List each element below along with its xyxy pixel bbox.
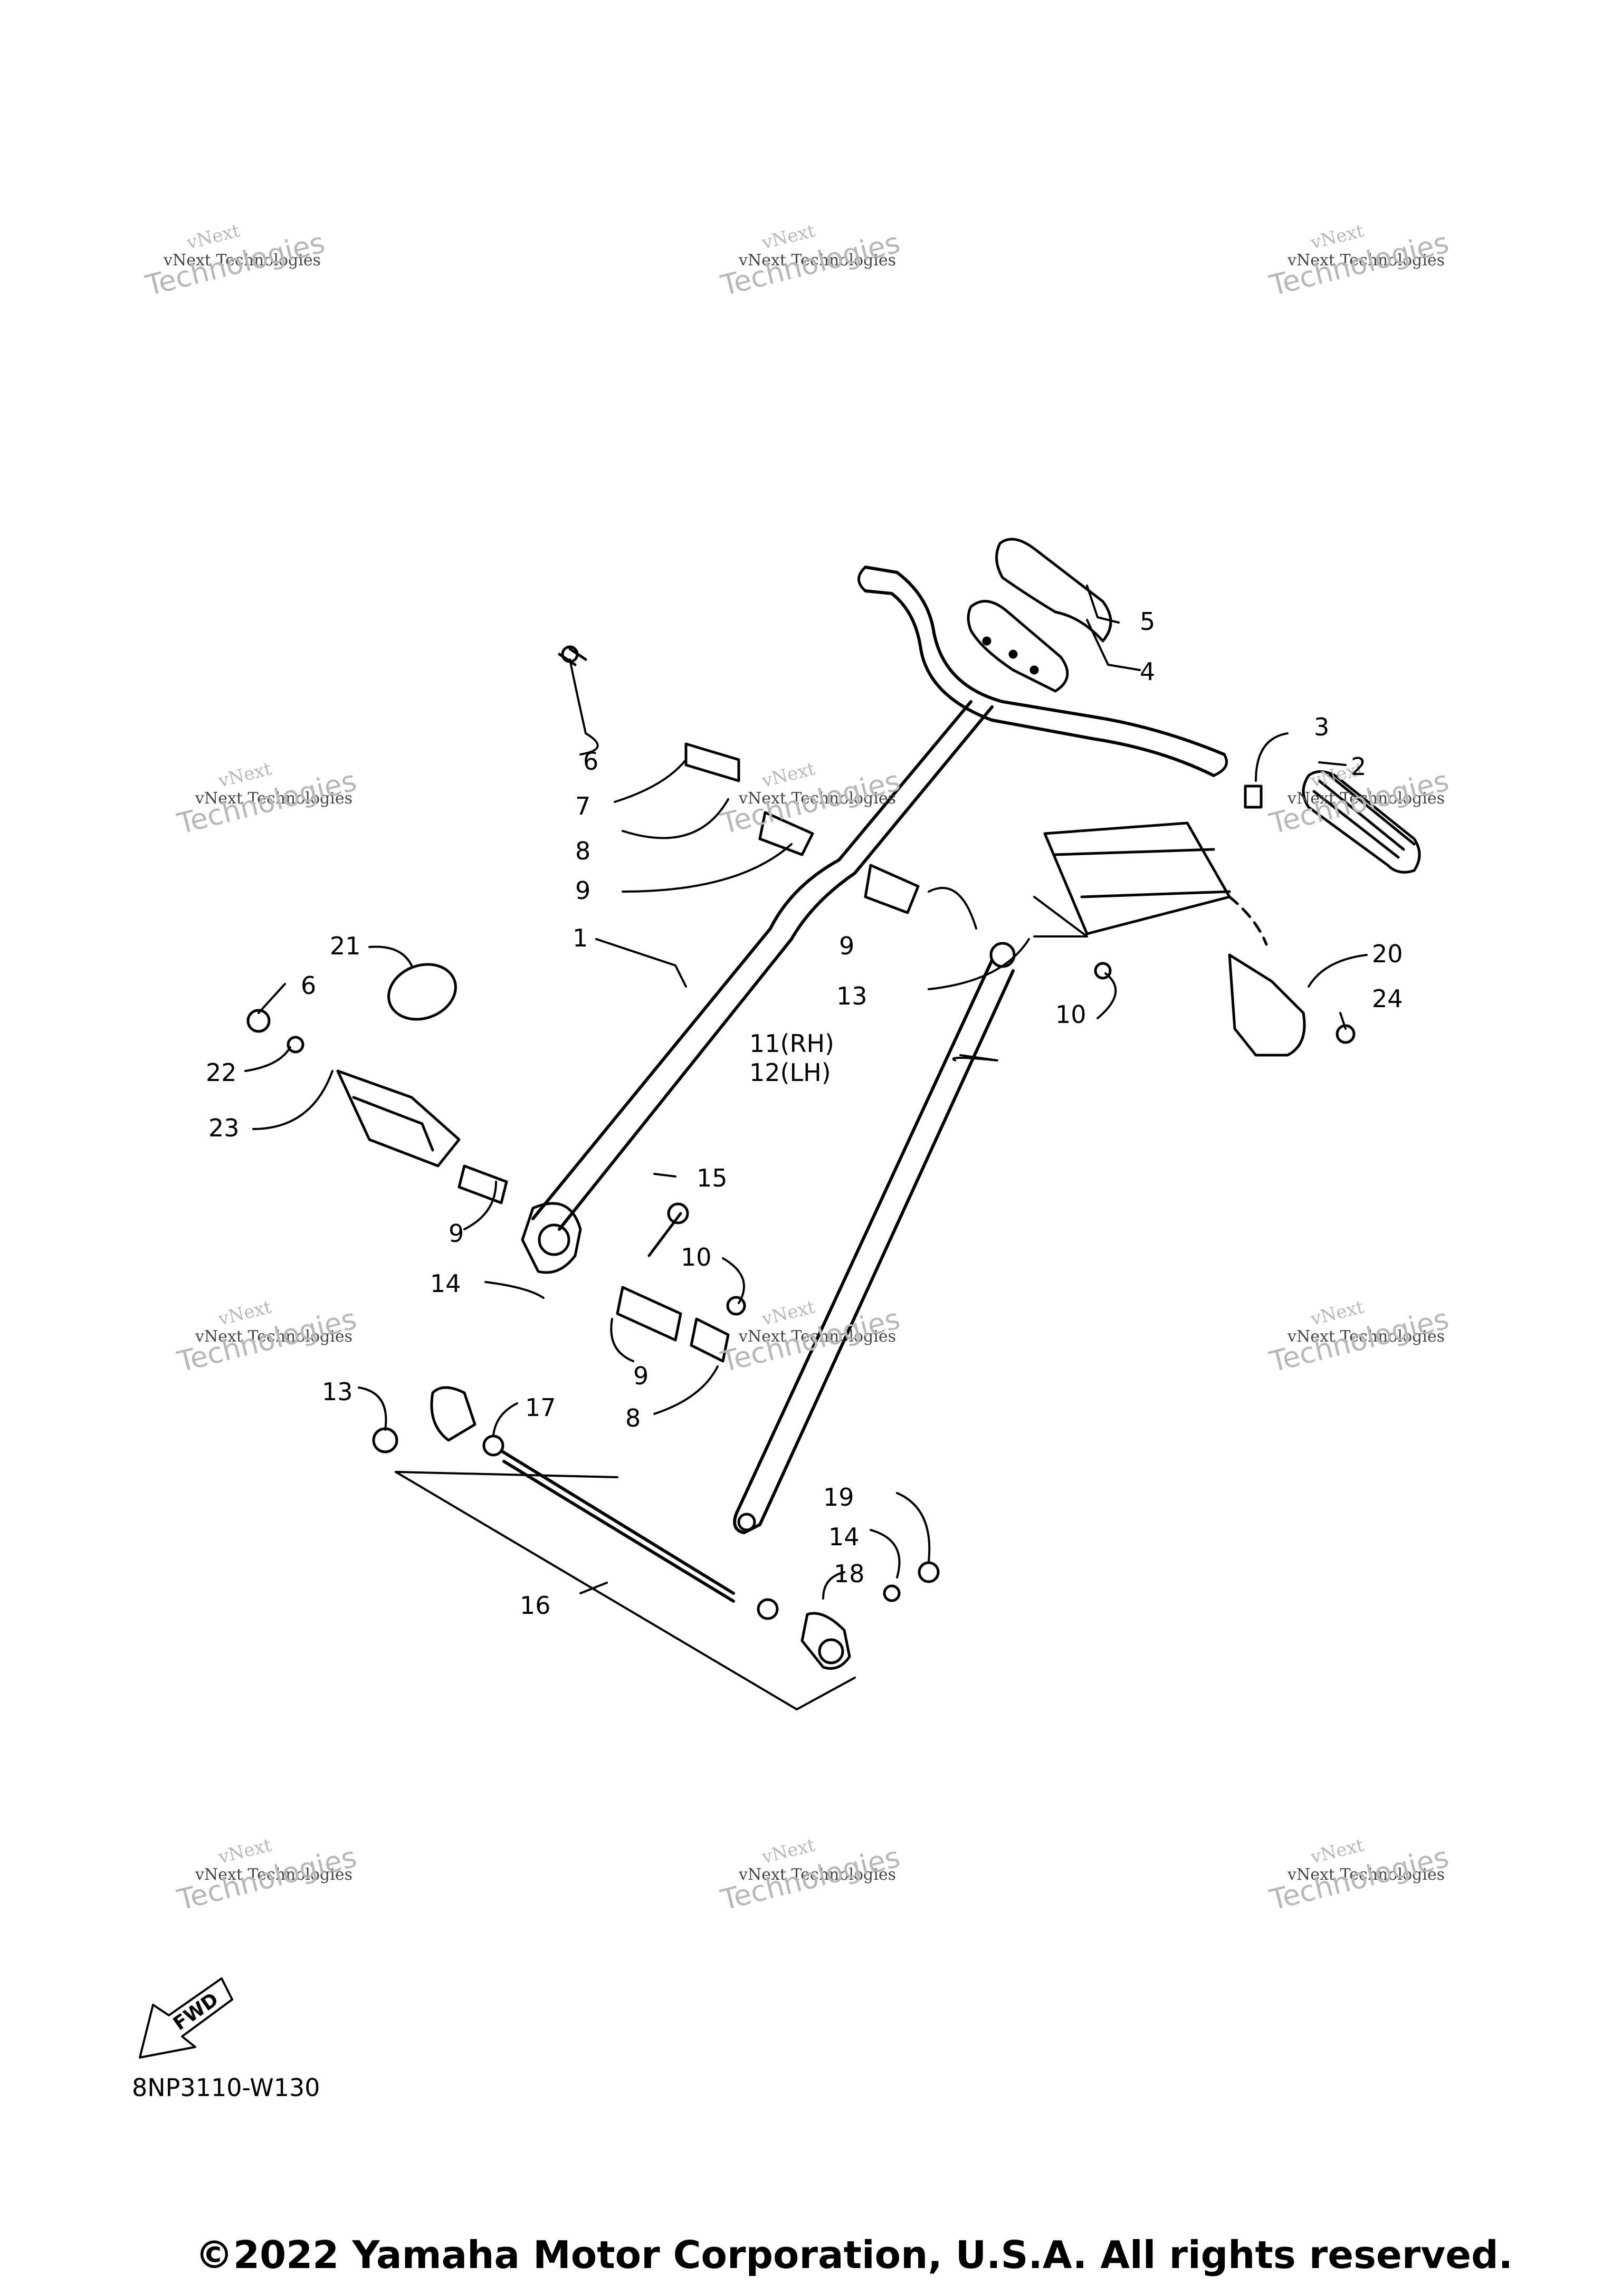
callout-7: 7 xyxy=(575,792,591,820)
watermark: vNext vNext Technologies Technologies xyxy=(718,220,960,302)
grip xyxy=(1244,770,1421,874)
watermark-line2: vNext Technologies xyxy=(1288,1866,1445,1884)
callout-9a: 9 xyxy=(575,876,591,905)
callout-12: 12(LH) xyxy=(749,1058,831,1087)
callout-11: 11(RH) xyxy=(749,1029,834,1058)
upper-bracket xyxy=(1043,821,1306,1057)
callout-17: 17 xyxy=(525,1393,556,1422)
callout-6b: 6 xyxy=(301,971,317,1000)
callout-15: 15 xyxy=(697,1164,728,1192)
watermark-line2: vNext Technologies xyxy=(739,1866,897,1884)
left-bracket xyxy=(336,1069,461,1168)
watermark: vNext vNext Technologies Technologies xyxy=(1266,758,1509,840)
callout-13a: 13 xyxy=(836,982,867,1010)
watermark-line2: vNext Technologies xyxy=(739,789,897,808)
callout-10a: 10 xyxy=(1055,1000,1086,1029)
fwd-arrow-icon xyxy=(139,1977,233,2059)
handlebar xyxy=(857,566,1228,777)
callout-8a: 8 xyxy=(575,837,591,865)
callout-8b: 8 xyxy=(625,1404,641,1432)
callout-13b: 13 xyxy=(322,1377,353,1406)
callout-5: 5 xyxy=(1140,607,1156,636)
watermark: vNext vNext Technologies Technologies xyxy=(718,758,960,840)
watermark-line2: vNext Technologies xyxy=(164,251,321,270)
callout-21: 21 xyxy=(330,932,361,960)
watermark-line2: vNext Technologies xyxy=(195,1866,353,1884)
watermark: vNext vNext Technologies Technologies xyxy=(1266,1834,1509,1917)
steering-arm xyxy=(521,1202,582,1274)
watermark: vNext vNext Technologies Technologies xyxy=(1266,220,1509,302)
handlebar-cover-4 xyxy=(967,600,1069,693)
watermark: vNext vNext Technologies Technologies xyxy=(174,758,417,840)
band-21 xyxy=(387,963,457,1021)
watermark: vNext vNext Technologies Technologies xyxy=(142,220,385,302)
callout-1: 1 xyxy=(573,924,588,952)
callout-10b: 10 xyxy=(681,1243,712,1271)
watermark: vNext vNext Technologies Technologies xyxy=(718,1834,960,1917)
watermark-line2: vNext Technologies xyxy=(195,1327,353,1346)
callout-19: 19 xyxy=(823,1483,854,1511)
callout-20: 20 xyxy=(1372,940,1403,968)
bolts xyxy=(246,645,1356,1620)
part-code: 8NP3110-W130 xyxy=(132,2073,320,2102)
callout-3: 3 xyxy=(1314,713,1330,741)
handlebar-cover-5 xyxy=(995,538,1112,643)
callout-23: 23 xyxy=(208,1114,240,1142)
callout-22: 22 xyxy=(206,1058,237,1087)
watermark-line2: vNext Technologies xyxy=(1288,789,1445,808)
callout-16: 16 xyxy=(520,1591,551,1620)
watermark: vNext vNext Technologies Technologies xyxy=(718,1296,960,1379)
callout-9d: 9 xyxy=(633,1362,649,1390)
callout-24: 24 xyxy=(1372,984,1403,1013)
copyright: ©2022 Yamaha Motor Corporation, U.S.A. A… xyxy=(195,2233,1513,2277)
watermark-line2: vNext Technologies xyxy=(739,1327,897,1346)
watermark-line2: vNext Technologies xyxy=(195,789,353,808)
callout-14a: 14 xyxy=(430,1269,461,1298)
watermark: vNext vNext Technologies Technologies xyxy=(174,1296,417,1379)
callout-2: 2 xyxy=(1351,752,1367,781)
watermark: vNext vNext Technologies Technologies xyxy=(1266,1296,1509,1379)
callout-6a: 6 xyxy=(583,747,599,776)
watermark-line2: vNext Technologies xyxy=(1288,251,1445,270)
callout-18: 18 xyxy=(834,1560,865,1588)
callout-9c: 9 xyxy=(449,1219,464,1248)
callout-14b: 14 xyxy=(828,1523,860,1551)
watermark: vNext vNext Technologies Technologies xyxy=(174,1834,417,1917)
clamps xyxy=(457,742,920,1363)
steering-column xyxy=(531,700,994,1231)
callout-4: 4 xyxy=(1140,657,1156,686)
leader-lines xyxy=(244,585,1368,1710)
watermark-line2: vNext Technologies xyxy=(1288,1327,1445,1346)
callout-9b: 9 xyxy=(839,932,855,960)
watermark-line2: vNext Technologies xyxy=(739,251,897,270)
